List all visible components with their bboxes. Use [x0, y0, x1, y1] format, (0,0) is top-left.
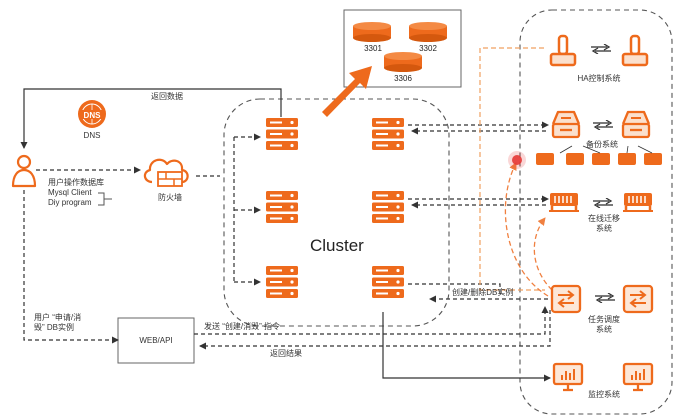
scheduler-switch-icon [550, 284, 582, 314]
scheduler-to-migration-curve [533, 217, 553, 291]
server-to-scheduler-line [408, 283, 501, 294]
big-orange-arrow [322, 66, 372, 117]
user-op-db-label: 用户操作数据库 [48, 178, 104, 187]
webapi-to-scheduler-line [194, 306, 549, 335]
dns-globe-icon: DNS [78, 100, 106, 128]
user-request-label: 用户 “申请/消 毁” DB实例 [34, 313, 82, 332]
sync-arrows-icon [590, 44, 612, 54]
user-icon [11, 154, 37, 188]
svg-text:DNS: DNS [84, 111, 102, 120]
ha-lever-icon [621, 34, 649, 67]
dns-label: DNS [83, 131, 101, 140]
ha-system-label: HA控制系统 [577, 74, 621, 83]
migration-server-icon [622, 191, 654, 213]
server-icon [266, 118, 298, 150]
port-label-3302: 3302 [419, 44, 437, 53]
server-icon [372, 191, 404, 223]
database-cylinder-icon [384, 52, 422, 72]
monitor-system-label: 监控系统 [588, 390, 620, 399]
cluster-label: Cluster [310, 236, 364, 255]
return-result-line [199, 310, 551, 350]
firewall-cloud-icon [143, 158, 189, 187]
server-icon [266, 266, 298, 298]
firewall-label: 防火墙 [158, 193, 182, 202]
server-icon [372, 266, 404, 298]
scheduler-switch-icon [622, 284, 654, 314]
return-data-line [20, 88, 282, 149]
return-data-label: 返回数据 [151, 92, 183, 101]
database-cylinder-icon [353, 22, 391, 42]
web-api-box [117, 317, 195, 364]
storage-blocks-row [536, 145, 662, 165]
database-cylinder-icon [409, 22, 447, 42]
cluster-boundary [223, 98, 450, 327]
server-icon [266, 191, 298, 223]
cluster-to-monitor-line [382, 312, 551, 382]
sync-arrows-icon [594, 293, 616, 303]
user-to-webapi-line [23, 190, 119, 344]
backup-tray-icon [551, 110, 581, 139]
backup-tray-icon [621, 110, 651, 139]
port-label-3301: 3301 [364, 44, 382, 53]
red-indicator-glow [508, 151, 526, 169]
red-indicator-dot [512, 155, 522, 165]
monitor-chart-icon [552, 362, 584, 392]
web-api-label: WEB/API [139, 336, 173, 345]
mysql-client-label: Mysql Client [48, 188, 92, 197]
backup-system-label: 备份系统 [586, 140, 618, 149]
ha-lever-icon [549, 34, 577, 67]
systems-group-boundary [519, 9, 673, 415]
diy-program-label: Diy program [48, 198, 92, 207]
sync-arrows-icon [592, 198, 614, 208]
monitor-chart-icon [622, 362, 654, 392]
scheduler-system-label: 任务调度 系统 [588, 315, 620, 334]
server-icon [372, 118, 404, 150]
return-result-label: 返回结果 [270, 349, 302, 358]
send-create-label: 发送 “创建/消毁” 指令 [204, 322, 280, 331]
create-delete-db-label: 创建/删除DB实例 [452, 288, 514, 297]
migration-system-label: 在线迁移 系统 [588, 214, 620, 233]
port-label-3306: 3306 [394, 74, 412, 83]
label-bracket [98, 192, 105, 206]
scheduler-to-backup-curve [504, 162, 549, 297]
migration-server-icon [548, 191, 580, 213]
sync-arrows-icon [592, 120, 614, 130]
ha-link-dashed [479, 47, 545, 291]
